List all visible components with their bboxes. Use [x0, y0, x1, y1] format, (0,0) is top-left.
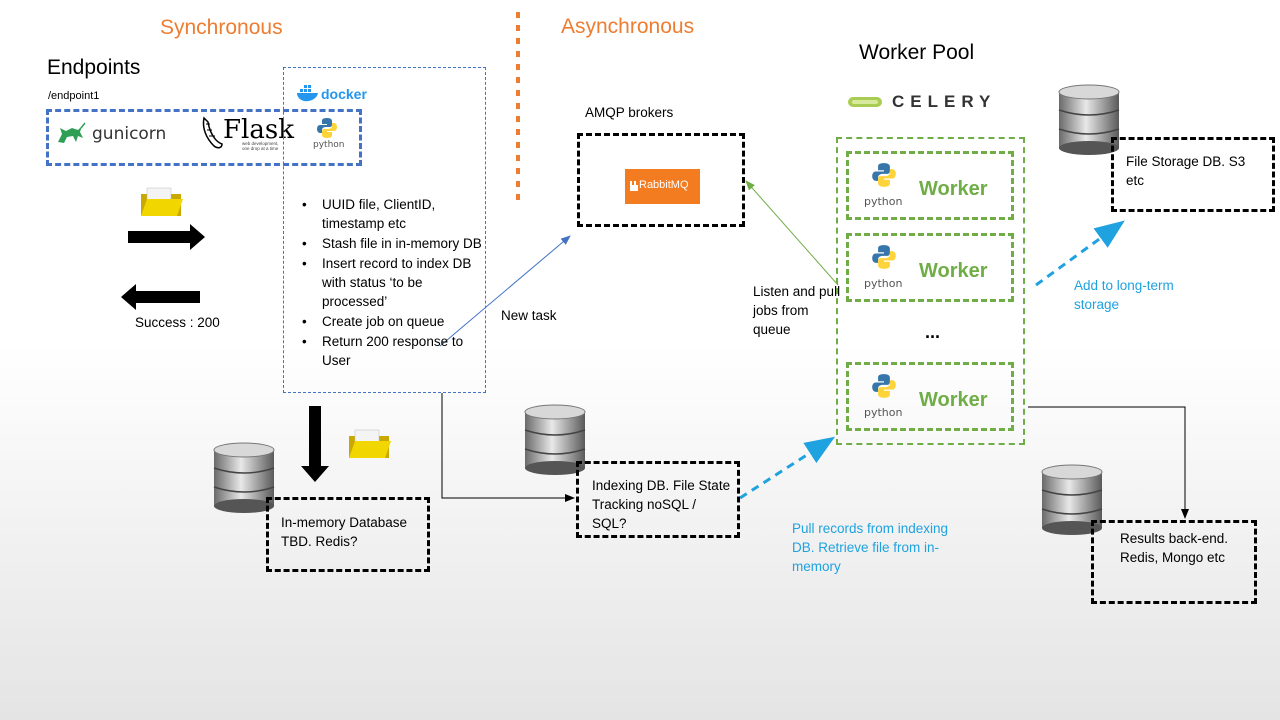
long-term-arrow	[1035, 220, 1125, 287]
python-logo-icon	[871, 162, 897, 188]
database-icon	[1041, 464, 1103, 535]
indexing-db-label: Indexing DB. File State Tracking noSQL /…	[592, 478, 731, 531]
python-label: python	[864, 277, 903, 290]
flask-label: Flask	[223, 115, 294, 145]
in-memory-db-box: In-memory Database TBD. Redis?	[266, 497, 430, 572]
pull-records-arrow	[739, 436, 836, 500]
listen-arrow	[745, 180, 839, 286]
flask-tagline: web development, one drop at a time	[242, 141, 279, 151]
step-item: Create job on queue	[296, 312, 482, 331]
python-logo-icon	[871, 373, 897, 399]
docker-container-box	[283, 67, 486, 393]
worker-pool-heading: Worker Pool	[859, 41, 975, 64]
in-memory-db-label: In-memory Database TBD. Redis?	[281, 515, 408, 549]
pull-records-label: Pull records from indexing DB. Retrieve …	[792, 521, 949, 574]
results-connector	[1028, 406, 1189, 519]
step-item: Return 200 response to User	[296, 332, 482, 370]
synchronous-heading: Synchronous	[160, 16, 283, 39]
amqp-broker-box	[577, 133, 745, 227]
steps-list: UUID file, ClientID, timestamp etc Stash…	[296, 195, 482, 371]
worker-box: python Worker	[846, 233, 1014, 302]
new-task-label: New task	[501, 308, 557, 323]
index-connector	[441, 393, 575, 502]
celery-logo-icon	[848, 96, 882, 108]
file-storage-label: File Storage DB. S3 etc	[1126, 154, 1246, 188]
rabbitmq-logo: RabbitMQ	[625, 169, 700, 204]
indexing-db-box: Indexing DB. File State Tracking noSQL /…	[576, 461, 740, 538]
database-icon	[1058, 84, 1120, 155]
asynchronous-heading: Asynchronous	[561, 15, 695, 38]
request-arrow	[128, 224, 205, 250]
worker-pool-box	[836, 137, 1025, 445]
docker-label: docker	[321, 86, 367, 102]
results-backend-box: Results back-end. Redis, Mongo etc	[1091, 520, 1257, 604]
folder-icon-stash	[347, 428, 391, 460]
endpoints-title: Endpoints	[47, 56, 141, 79]
long-term-label: Add to long-term storage	[1074, 278, 1174, 312]
file-storage-box: File Storage DB. S3 etc	[1111, 137, 1275, 212]
folder-icon	[139, 186, 183, 218]
python-logo-icon	[316, 117, 338, 139]
gunicorn-label: gunicorn	[92, 124, 167, 144]
docker-whale-icon	[296, 83, 320, 103]
worker-label: Worker	[919, 389, 988, 411]
endpoint-stack-box	[46, 109, 362, 166]
gunicorn-icon	[56, 122, 86, 146]
amqp-title: AMQP brokers	[585, 105, 674, 120]
python-logo-icon	[871, 244, 897, 270]
rabbitmq-label: RabbitMQ	[639, 179, 689, 191]
python-label: python	[864, 406, 903, 419]
ellipsis: ...	[925, 322, 941, 342]
flask-horn-icon	[200, 116, 224, 150]
database-icon	[524, 404, 586, 475]
worker-box: python Worker	[846, 151, 1014, 220]
endpoint-path: /endpoint1	[48, 90, 100, 102]
celery-label: CELERY	[892, 92, 997, 111]
rabbitmq-icon	[630, 181, 638, 191]
success-label: Success : 200	[135, 315, 220, 330]
database-icon	[213, 442, 275, 513]
python-logo-label: python	[313, 140, 345, 150]
worker-label: Worker	[919, 178, 988, 200]
stash-down-arrow	[301, 406, 329, 482]
step-item: Stash file in in-memory DB	[296, 234, 482, 253]
listen-label: Listen and pull jobs from queue	[753, 284, 841, 337]
worker-box: python Worker	[846, 362, 1014, 431]
step-item: UUID file, ClientID, timestamp etc	[296, 195, 482, 233]
response-arrow	[121, 284, 200, 310]
python-label: python	[864, 195, 903, 208]
worker-label: Worker	[919, 260, 988, 282]
step-item: Insert record to index DB with status ‘t…	[296, 254, 482, 311]
results-backend-label: Results back-end. Redis, Mongo etc	[1120, 531, 1229, 565]
